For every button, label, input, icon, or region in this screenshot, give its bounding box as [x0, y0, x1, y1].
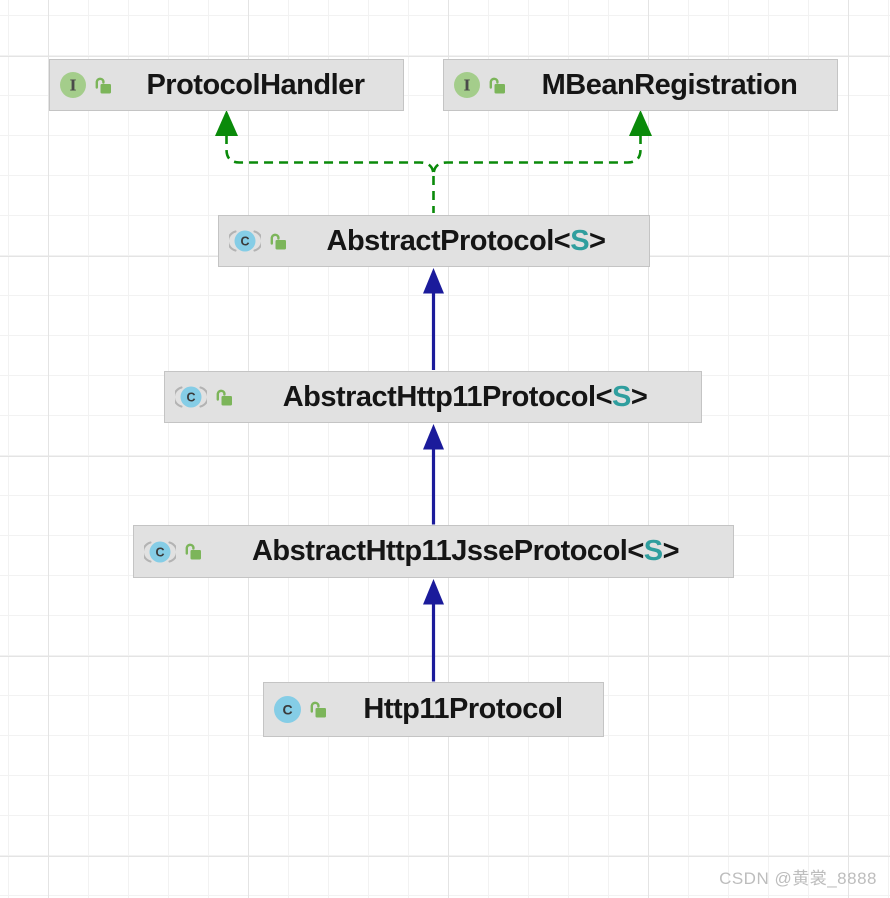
interface-icon: I — [454, 72, 480, 98]
svg-text:C: C — [186, 391, 195, 405]
extends-arrow-jsseprotocol-to-http11protocol[interactable] — [423, 424, 444, 525]
extends-arrow-http11protocol-to-abstractprotocol[interactable] — [423, 268, 444, 370]
class-node-protocol-handler[interactable]: I ProtocolHandler — [49, 59, 404, 111]
svg-text:I: I — [463, 77, 470, 95]
lock-open-icon — [310, 701, 326, 718]
lock-open-icon — [216, 389, 232, 405]
svg-text:C: C — [282, 702, 292, 718]
class-name-label: AbstractProtocol<S> — [326, 224, 606, 257]
implements-edge-line[interactable] — [432, 135, 642, 176]
extends-arrowhead — [423, 579, 444, 605]
lock-open-icon — [95, 77, 111, 93]
extends-arrow-http11-to-jsseprotocol[interactable] — [423, 579, 444, 682]
extends-arrowhead — [423, 268, 444, 294]
class-node-abstract-http11-jsse-protocol[interactable]: C AbstractHttp11JsseProtocol<S> — [133, 525, 734, 578]
type-parameter: S — [643, 535, 663, 567]
class-node-http11-protocol[interactable]: C Http11Protocol — [263, 682, 604, 737]
class-name-label: MBeanRegistration — [541, 68, 798, 101]
implements-edge-line[interactable] — [225, 135, 435, 176]
class-name-label: AbstractHttp11JsseProtocol<S> — [251, 535, 680, 567]
extends-arrowhead — [423, 424, 444, 450]
abstract-class-icon: C — [229, 230, 261, 252]
svg-text:C: C — [155, 545, 164, 559]
implements-arrow-mbean-registration[interactable] — [432, 110, 653, 176]
abstract-class-icon: C — [175, 386, 207, 408]
lock-open-icon — [270, 233, 286, 249]
type-parameter: S — [612, 380, 631, 413]
implements-arrow-protocol-handler[interactable] — [215, 110, 435, 176]
lock-open-icon — [489, 77, 505, 93]
class-name-label: Http11Protocol — [363, 693, 563, 725]
interface-icon: I — [60, 72, 86, 98]
class-node-mbean-registration[interactable]: I MBeanRegistration — [443, 59, 838, 111]
class-icon: C — [274, 696, 301, 723]
abstract-class-icon: C — [144, 540, 176, 563]
implements-arrowhead — [629, 110, 652, 136]
class-node-abstract-http11-protocol[interactable]: C AbstractHttp11Protocol<S> — [164, 371, 702, 423]
csdn-watermark: CSDN @黄裳_8888 — [719, 869, 877, 888]
svg-text:C: C — [240, 235, 249, 249]
class-node-abstract-protocol[interactable]: C AbstractProtocol<S> — [218, 215, 650, 267]
type-parameter: S — [570, 224, 590, 257]
implements-arrowhead — [215, 110, 238, 136]
svg-text:I: I — [69, 77, 76, 95]
class-name-label: ProtocolHandler — [146, 68, 365, 101]
lock-open-icon — [185, 543, 201, 560]
class-name-label: AbstractHttp11Protocol<S> — [282, 380, 648, 413]
